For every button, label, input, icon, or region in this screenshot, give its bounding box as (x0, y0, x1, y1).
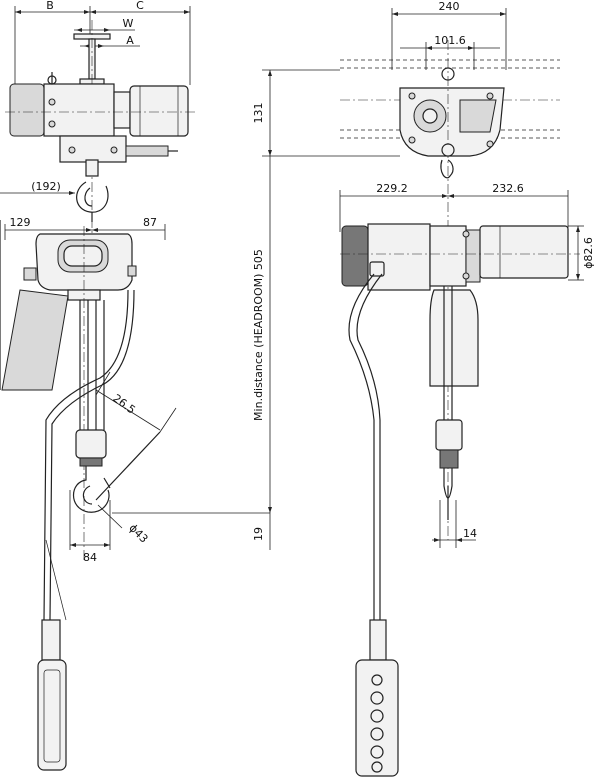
trolley-motor-front (5, 72, 195, 163)
dim-label-101-6: 101.6 (434, 34, 466, 47)
dim-14: 14 (432, 500, 477, 548)
suspension-hook-front (76, 159, 109, 222)
dim-label-240: 240 (439, 0, 460, 13)
dim-W-A: W A (74, 17, 140, 48)
dim-label-A: A (126, 34, 134, 47)
dim-label-dia-43: ϕ43 (126, 521, 150, 545)
dim-label-84: 84 (83, 551, 97, 564)
pendant-side (355, 619, 399, 777)
dim-label-W: W (123, 17, 134, 30)
dim-label-229-2: 229.2 (376, 182, 408, 195)
dim-label-14: 14 (463, 527, 477, 540)
dim-label-B: B (46, 0, 54, 12)
chain-container-side (429, 289, 479, 387)
dim-label-192: (192) (31, 180, 61, 193)
dim-label-131: 131 (252, 103, 265, 124)
front-view: B C W A (0, 0, 270, 771)
pendant-front (37, 619, 67, 771)
dim-label-26-5: 26.5 (110, 392, 137, 417)
dim-label-82-6: ϕ82.6 (582, 237, 595, 269)
dim-240: 240 (391, 0, 507, 70)
load-chain-side (443, 286, 453, 420)
bottom-hook-block-side (435, 419, 463, 520)
dim-B-C: B C (14, 0, 191, 90)
dim-label-129: 129 (10, 216, 31, 229)
dim-label-headroom: Min.distance (HEADROOM) 505 (252, 249, 265, 421)
pendant-cable-side (348, 261, 385, 620)
dim-26-5: 26.5 (95, 371, 177, 501)
dim-229-232: 229.2 232.6 (339, 182, 569, 232)
beam-side (340, 59, 560, 139)
bottom-hook-block-front (72, 429, 111, 513)
hoist-motor-side (340, 223, 580, 291)
dim-hook-front: 84 ϕ43 (69, 490, 151, 564)
dim-82-6: ϕ82.6 (568, 225, 595, 281)
dim-label-C: C (136, 0, 144, 12)
load-chain-front (79, 300, 105, 430)
dim-label-19: 19 (252, 527, 265, 541)
chain-container-front (0, 220, 69, 391)
dim-label-232-6: 232.6 (492, 182, 524, 195)
headroom-dimension: 131 Min.distance (HEADROOM) 505 19 (252, 69, 400, 550)
dim-101-6: 101.6 (400, 34, 500, 70)
dim-label-87: 87 (143, 216, 157, 229)
side-view: 240 101.6 (339, 0, 595, 777)
dim-192: (192) (0, 180, 75, 195)
dim-129-87: 129 87 (4, 216, 166, 240)
pendant-cable-front (43, 289, 135, 621)
hoist-body-front (23, 226, 137, 560)
